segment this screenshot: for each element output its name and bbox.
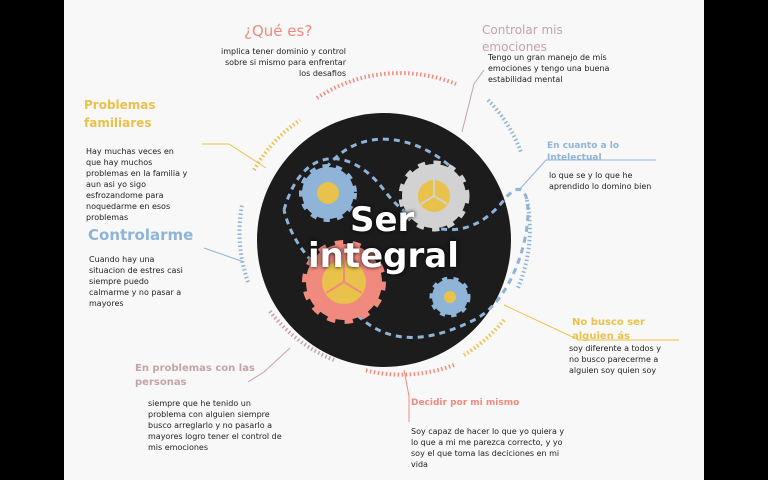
ring-segment-top-right xyxy=(486,98,523,153)
ring-segment-top xyxy=(315,71,457,100)
section-title-problemas-personas: En problemas con las personas xyxy=(135,363,255,388)
ring-segment-left xyxy=(237,204,250,283)
section-title-intelectual: En cuanto a lo Intelectual xyxy=(547,141,620,163)
ring-segment-bottom xyxy=(363,363,455,377)
section-title-no-busco: No busco ser alguien ás xyxy=(572,317,645,342)
section-title-decidir: Decidir por mi mismo xyxy=(411,398,520,408)
ring-segment-top-left xyxy=(252,118,302,171)
section-title-que-es: ¿Qué es? xyxy=(244,22,313,40)
gear-small-blue-icon xyxy=(299,164,357,222)
gear-small-blue-right-icon xyxy=(429,276,471,318)
section-title-controlarme: Controlarme xyxy=(88,226,194,244)
center-title-line2: integral xyxy=(308,236,459,276)
center-title-line1: Ser xyxy=(350,200,415,240)
mind-map-page: Ser integral ¿Qué es? implica tener domi… xyxy=(64,0,704,480)
diagram-graphics xyxy=(202,69,679,422)
ring-segment-right xyxy=(515,199,532,291)
gear-grey-icon xyxy=(398,160,470,232)
connectors xyxy=(202,69,679,422)
ring-segment-bottom-left xyxy=(267,308,335,362)
gear-large-salmon-icon xyxy=(302,240,386,324)
section-title-controlar-emociones: Controlar mis emociones xyxy=(482,23,563,54)
section-title-problemas-familiares: Problemas familiares xyxy=(84,98,156,130)
